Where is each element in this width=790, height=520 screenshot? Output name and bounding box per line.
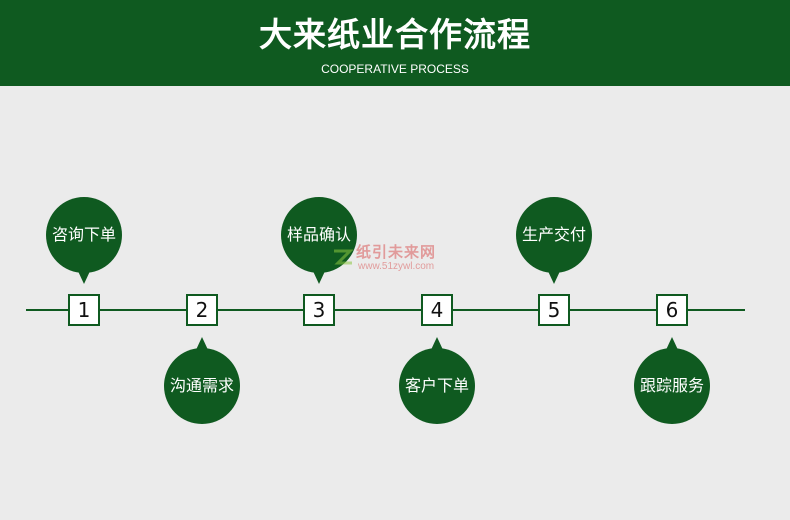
- watermark-logo-icon: [334, 249, 354, 265]
- page-subtitle: COOPERATIVE PROCESS: [321, 62, 469, 76]
- step-4: [399, 294, 475, 424]
- page-title: 大来纸业合作流程: [259, 15, 531, 54]
- step-pointer: [312, 269, 326, 284]
- watermark: 纸引未来网 www.51zywl.com: [330, 242, 480, 278]
- step-number: 6: [665, 298, 679, 322]
- step-pointer: [195, 337, 209, 352]
- step-number: 3: [312, 298, 326, 322]
- step-number-box: [303, 294, 335, 326]
- step-2: [164, 294, 240, 424]
- step-circle: [399, 348, 475, 424]
- watermark-url: www.51zywl.com: [358, 261, 435, 272]
- step-1: [46, 197, 122, 326]
- step-5: [516, 197, 592, 326]
- header-banner: 大来纸业合作流程 COOPERATIVE PROCESS: [0, 0, 790, 86]
- step-circle: [164, 348, 240, 424]
- step-number: 2: [195, 298, 209, 322]
- step-label: 生产交付: [521, 225, 586, 244]
- step-number-box: [538, 294, 570, 326]
- step-circle: [281, 197, 357, 273]
- step-number: 5: [547, 298, 561, 322]
- step-pointer: [430, 337, 444, 352]
- step-pointer: [77, 269, 91, 284]
- step-number: 1: [77, 298, 91, 322]
- step-number-box: [421, 294, 453, 326]
- step-number-box: [656, 294, 688, 326]
- step-circle: [516, 197, 592, 273]
- step-pointer: [547, 269, 561, 284]
- step-number-box: [186, 294, 218, 326]
- step-number-box: [68, 294, 100, 326]
- step-label: 跟踪服务: [639, 376, 704, 395]
- step-label: 样品确认: [286, 225, 351, 244]
- step-label: 沟通需求: [169, 376, 234, 395]
- step-6: [634, 294, 710, 424]
- step-pointer: [665, 337, 679, 352]
- step-label: 咨询下单: [51, 225, 116, 244]
- step-circle: [46, 197, 122, 273]
- watermark-text: 纸引未来网: [356, 243, 437, 261]
- step-label: 客户下单: [404, 376, 469, 395]
- step-number: 4: [430, 298, 444, 322]
- step-3: [281, 197, 357, 326]
- step-circle: [634, 348, 710, 424]
